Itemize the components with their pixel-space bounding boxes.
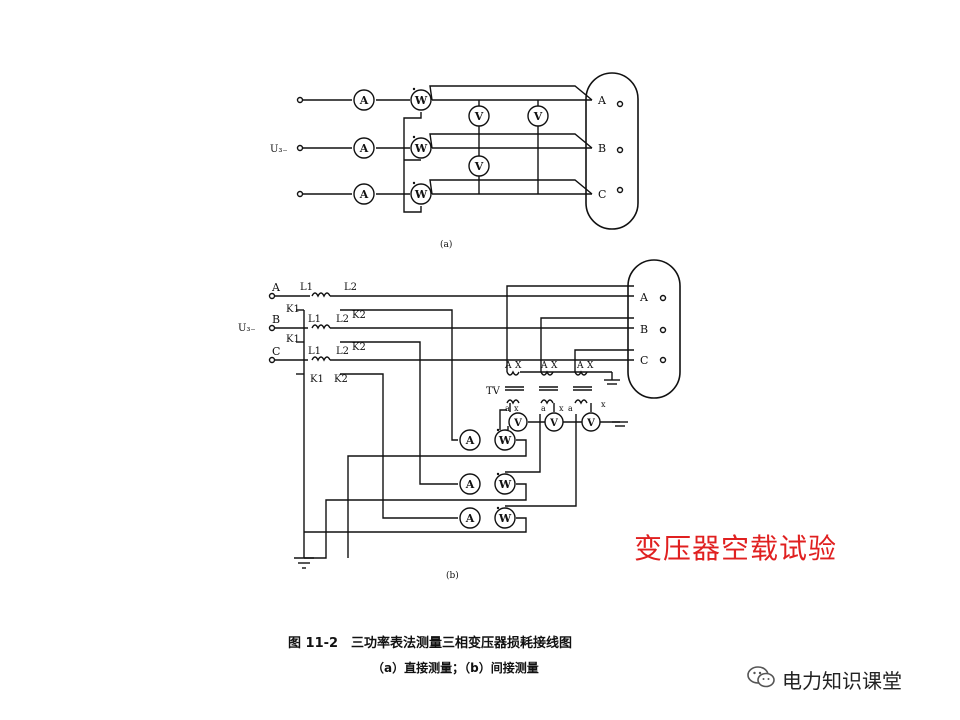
wattmeter-a2-label: W <box>414 142 428 155</box>
voltmeter-a2 <box>527 105 549 127</box>
ct2-L2: L2 <box>336 314 349 325</box>
diagram-a <box>296 72 639 230</box>
experiment-title: 变压器空载试验 <box>634 532 838 565</box>
wattmeter-b1-label: W <box>498 434 512 447</box>
ammeter-b1-label: A <box>465 434 475 447</box>
ammeter-b2 <box>459 473 481 495</box>
ct3-L2: L2 <box>336 346 349 357</box>
voltmeter-b1 <box>508 412 528 432</box>
voltmeter-b3 <box>581 412 601 432</box>
phase-input-C: C <box>272 345 280 358</box>
tv1-X: X <box>515 361 522 371</box>
voltmeter-a1-label: V <box>474 110 484 123</box>
ammeter-b1 <box>459 429 481 451</box>
voltmeter-b1-label: V <box>513 418 522 429</box>
wattmeter-b3-label: W <box>498 512 512 525</box>
voltmeter-a1 <box>468 105 490 127</box>
ammeter-a2 <box>353 137 375 159</box>
voltmeter-a3 <box>468 155 490 177</box>
ammeter-a3 <box>353 183 375 205</box>
tv3-x: x <box>601 400 606 409</box>
ct3-K1: K1 <box>310 374 324 385</box>
ct1-K1: K1 <box>286 304 300 315</box>
phase-input-B: B <box>272 313 280 326</box>
terminal-b-A: A <box>639 291 649 304</box>
terminal-a-B: B <box>598 142 606 155</box>
diagram-b <box>268 259 681 569</box>
ammeter-a1 <box>353 89 375 111</box>
terminal-b-C: C <box>640 354 648 367</box>
ct1-K2: K2 <box>352 310 366 321</box>
wattmeter-a3-label: W <box>414 188 428 201</box>
ammeter-b3-label: A <box>465 512 475 525</box>
ct2-K1: K1 <box>286 334 300 345</box>
wechat-icon <box>746 664 776 694</box>
tv-label: TV <box>486 386 501 397</box>
wattmeter-a1-label: W <box>414 94 428 107</box>
sublabel-a: (a) <box>440 239 452 250</box>
wattmeter-b2-label: W <box>498 478 512 491</box>
terminal-b-B: B <box>640 323 648 336</box>
ct3-L1: L1 <box>308 346 321 357</box>
transformer-b <box>627 259 681 399</box>
voltmeter-b3-label: V <box>586 418 595 429</box>
tv3-X: X <box>587 361 594 371</box>
tv2-A: A <box>540 361 548 371</box>
wattmeter-b3 <box>494 507 516 529</box>
ammeter-b3 <box>459 507 481 529</box>
figure-caption-subtitle: （a）直接测量；（b）间接测量 <box>372 661 539 675</box>
ammeter-a3-label: A <box>359 188 369 201</box>
ammeter-a2-label: A <box>359 142 369 155</box>
wattmeter-a3 <box>410 183 432 205</box>
tv2-a: a <box>541 404 546 413</box>
ct1-L1: L1 <box>300 282 313 293</box>
ct2-L1: L1 <box>308 314 321 325</box>
tv3-a: a <box>568 404 573 413</box>
sublabel-b: (b) <box>446 570 459 581</box>
tv1-A: A <box>504 361 512 371</box>
wattmeter-a2 <box>410 137 432 159</box>
tv1-x: x <box>514 404 519 413</box>
transformer-a <box>585 72 639 230</box>
wattmeter-a1 <box>410 89 432 111</box>
ct1-L2: L2 <box>344 282 357 293</box>
voltmeter-a3-label: V <box>474 160 484 173</box>
tv2-X: X <box>551 361 558 371</box>
source-label-a: U₃₋ <box>270 144 288 155</box>
tv3-A: A <box>576 361 584 371</box>
voltmeter-b2-label: V <box>549 418 558 429</box>
wattmeter-b2 <box>494 473 516 495</box>
terminal-a-A: A <box>597 94 607 107</box>
terminal-a-C: C <box>598 188 606 201</box>
source-label-b: U₃₋ <box>238 323 256 334</box>
ammeter-a1-label: A <box>359 94 369 107</box>
voltmeter-a2-label: V <box>533 110 543 123</box>
tv1-a: a <box>505 404 510 413</box>
figure-caption-title: 图 11-2 三功率表法测量三相变压器损耗接线图 <box>288 636 573 651</box>
wattmeter-b1 <box>494 429 516 451</box>
ct2-K2: K2 <box>352 342 366 353</box>
watermark-text: 电力知识课堂 <box>782 668 902 693</box>
ammeter-b2-label: A <box>465 478 475 491</box>
tv2-x: x <box>559 404 564 413</box>
ct3-K2: K2 <box>334 374 348 385</box>
phase-input-A: A <box>271 281 281 294</box>
watermark: 电力知识课堂 <box>746 664 902 694</box>
voltmeter-b2 <box>544 412 564 432</box>
